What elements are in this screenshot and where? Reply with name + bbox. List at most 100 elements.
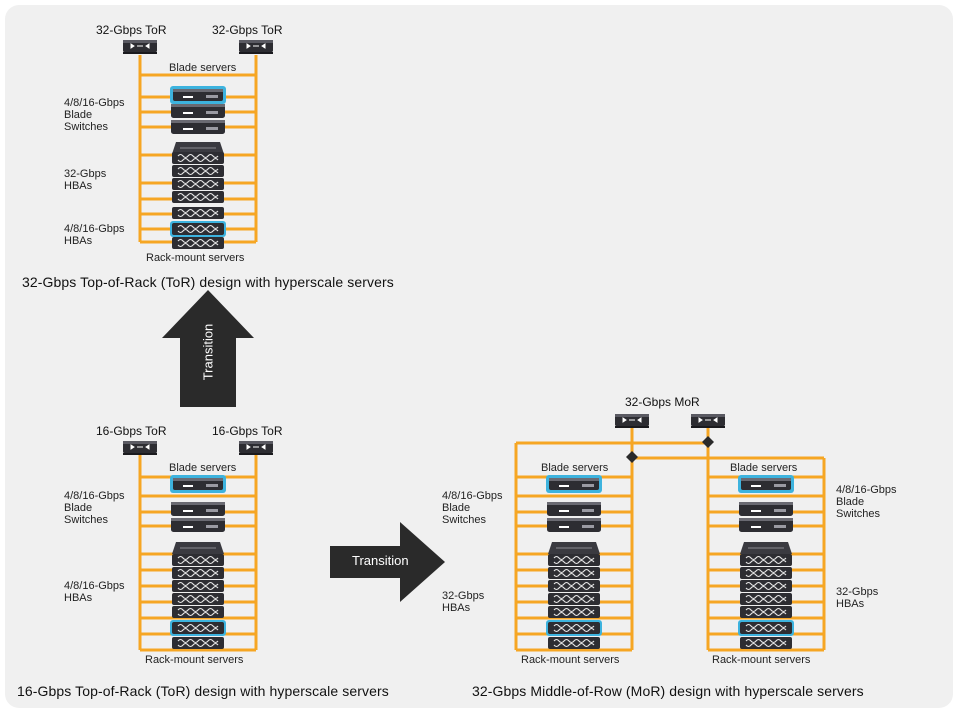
bottom-left-tor-diagram	[122, 440, 274, 652]
rack-server-icon	[171, 566, 225, 580]
rack-server-icon	[171, 206, 225, 220]
label-line: 32-Gbps	[64, 168, 107, 180]
rack-server-icon	[547, 579, 601, 593]
label-line: HBAs	[64, 592, 93, 604]
blade-servers-label: Blade servers	[169, 462, 237, 474]
label-line: 32-Gbps	[442, 590, 485, 602]
mor-switch-icon	[614, 413, 650, 429]
rack-server-icon	[547, 566, 601, 580]
blade-servers-label-left: Blade servers	[541, 462, 609, 474]
hba-label-right: 32-Gbps HBAs	[836, 586, 878, 610]
hba-label: 4/8/16-Gbps HBAs	[64, 580, 125, 604]
diamond-junction-icon	[702, 436, 714, 448]
label-line: Blade	[64, 502, 93, 514]
label-line: HBAs	[64, 180, 93, 192]
label-line: 4/8/16-Gbps	[64, 223, 125, 235]
rack-server-icon	[171, 553, 225, 567]
rack-server-icon	[170, 221, 226, 237]
rack-server-icon	[739, 592, 793, 606]
rack-server-icon	[738, 620, 794, 636]
rack-server-icon	[547, 541, 601, 555]
label-line: 4/8/16-Gbps	[442, 490, 503, 502]
blade-server-icon	[170, 475, 226, 493]
hba-32-label: 32-Gbps HBAs	[64, 168, 106, 192]
rack-server-icon	[170, 620, 226, 636]
blade-server-icon	[171, 518, 225, 532]
transition-arrow-right	[330, 522, 445, 602]
blade-server-icon	[547, 502, 601, 516]
tor-switch-icon	[238, 39, 274, 55]
blade-server-icon	[171, 502, 225, 516]
tor-switch-icon	[122, 39, 158, 55]
transition-label-right: Transition	[352, 553, 409, 568]
label-line: HBAs	[442, 602, 471, 614]
diagram-panel	[5, 5, 953, 708]
tor-label-left: 32-Gbps ToR	[96, 23, 167, 37]
blade-switches-label: 4/8/16-Gbps Blade Switches	[64, 490, 125, 526]
label-line: 4/8/16-Gbps	[64, 580, 125, 592]
rack-server-icon	[171, 164, 225, 178]
rack-server-icon	[546, 620, 602, 636]
label-line: Switches	[836, 508, 881, 520]
blade-switches-label-right: 4/8/16-Gbps Blade Switches	[836, 484, 897, 520]
rack-server-icon	[739, 579, 793, 593]
blade-server-icon	[171, 120, 225, 134]
rack-server-icon	[171, 236, 225, 250]
mor-label: 32-Gbps MoR	[625, 395, 700, 409]
mor-switch-icon	[690, 413, 726, 429]
rack-server-icon	[547, 605, 601, 619]
rack-server-icon	[171, 190, 225, 204]
transition-arrow-up	[162, 290, 254, 407]
label-line: 32-Gbps	[836, 586, 879, 598]
label-line: HBAs	[836, 598, 865, 610]
rack-mount-servers-label-right: Rack-mount servers	[712, 654, 811, 666]
label-line: Switches	[442, 514, 487, 526]
blade-switches-label-left: 4/8/16-Gbps Blade Switches	[442, 490, 503, 526]
rack-server-icon	[171, 177, 225, 191]
label-line: 4/8/16-Gbps	[836, 484, 897, 496]
label-line: Blade	[442, 502, 471, 514]
label-line: 4/8/16-Gbps	[64, 97, 125, 109]
blade-server-icon	[546, 475, 602, 493]
blade-servers-label-right: Blade servers	[730, 462, 798, 474]
rack-mount-servers-label: Rack-mount servers	[145, 654, 244, 666]
hba-16-label: 4/8/16-Gbps HBAs	[64, 223, 125, 247]
rack-server-icon	[171, 151, 225, 165]
blade-server-icon	[739, 518, 793, 532]
blade-server-icon	[171, 104, 225, 118]
label-line: Switches	[64, 514, 109, 526]
blade-server-icon	[739, 502, 793, 516]
rack-mount-servers-label: Rack-mount servers	[146, 252, 245, 264]
rack-server-icon	[171, 636, 225, 650]
tor-label-right: 32-Gbps ToR	[212, 23, 283, 37]
hba-label-left: 32-Gbps HBAs	[442, 590, 484, 614]
rack-server-icon	[547, 553, 601, 567]
rack-server-icon	[171, 579, 225, 593]
bottom-right-caption: 32-Gbps Middle-of-Row (MoR) design with …	[472, 683, 864, 699]
transition-label-up: Transition	[200, 323, 216, 381]
blade-switches-label: 4/8/16-Gbps Blade Switches	[64, 97, 125, 133]
tor-switch-icon	[238, 440, 274, 456]
bottom-left-caption: 16-Gbps Top-of-Rack (ToR) design with hy…	[17, 683, 389, 699]
rack-server-icon	[739, 566, 793, 580]
rack-server-icon	[171, 605, 225, 619]
rack-server-icon	[171, 541, 225, 555]
blade-servers-label: Blade servers	[169, 62, 237, 74]
diamond-junction-icon	[626, 451, 638, 463]
label-line: 4/8/16-Gbps	[64, 490, 125, 502]
bottom-right-mor-diagram	[514, 413, 826, 652]
label-line: Blade	[64, 109, 93, 121]
rack-server-icon	[739, 636, 793, 650]
label-line: Blade	[836, 496, 865, 508]
top-tor-diagram	[122, 39, 274, 250]
tor-label-right: 16-Gbps ToR	[212, 424, 283, 438]
label-line: HBAs	[64, 235, 93, 247]
rack-mount-servers-label-left: Rack-mount servers	[521, 654, 620, 666]
rack-server-icon	[739, 605, 793, 619]
blade-server-icon	[738, 475, 794, 493]
blade-server-icon	[547, 518, 601, 532]
label-line: Switches	[64, 121, 109, 133]
tor-switch-icon	[122, 440, 158, 456]
rack-server-icon	[547, 592, 601, 606]
